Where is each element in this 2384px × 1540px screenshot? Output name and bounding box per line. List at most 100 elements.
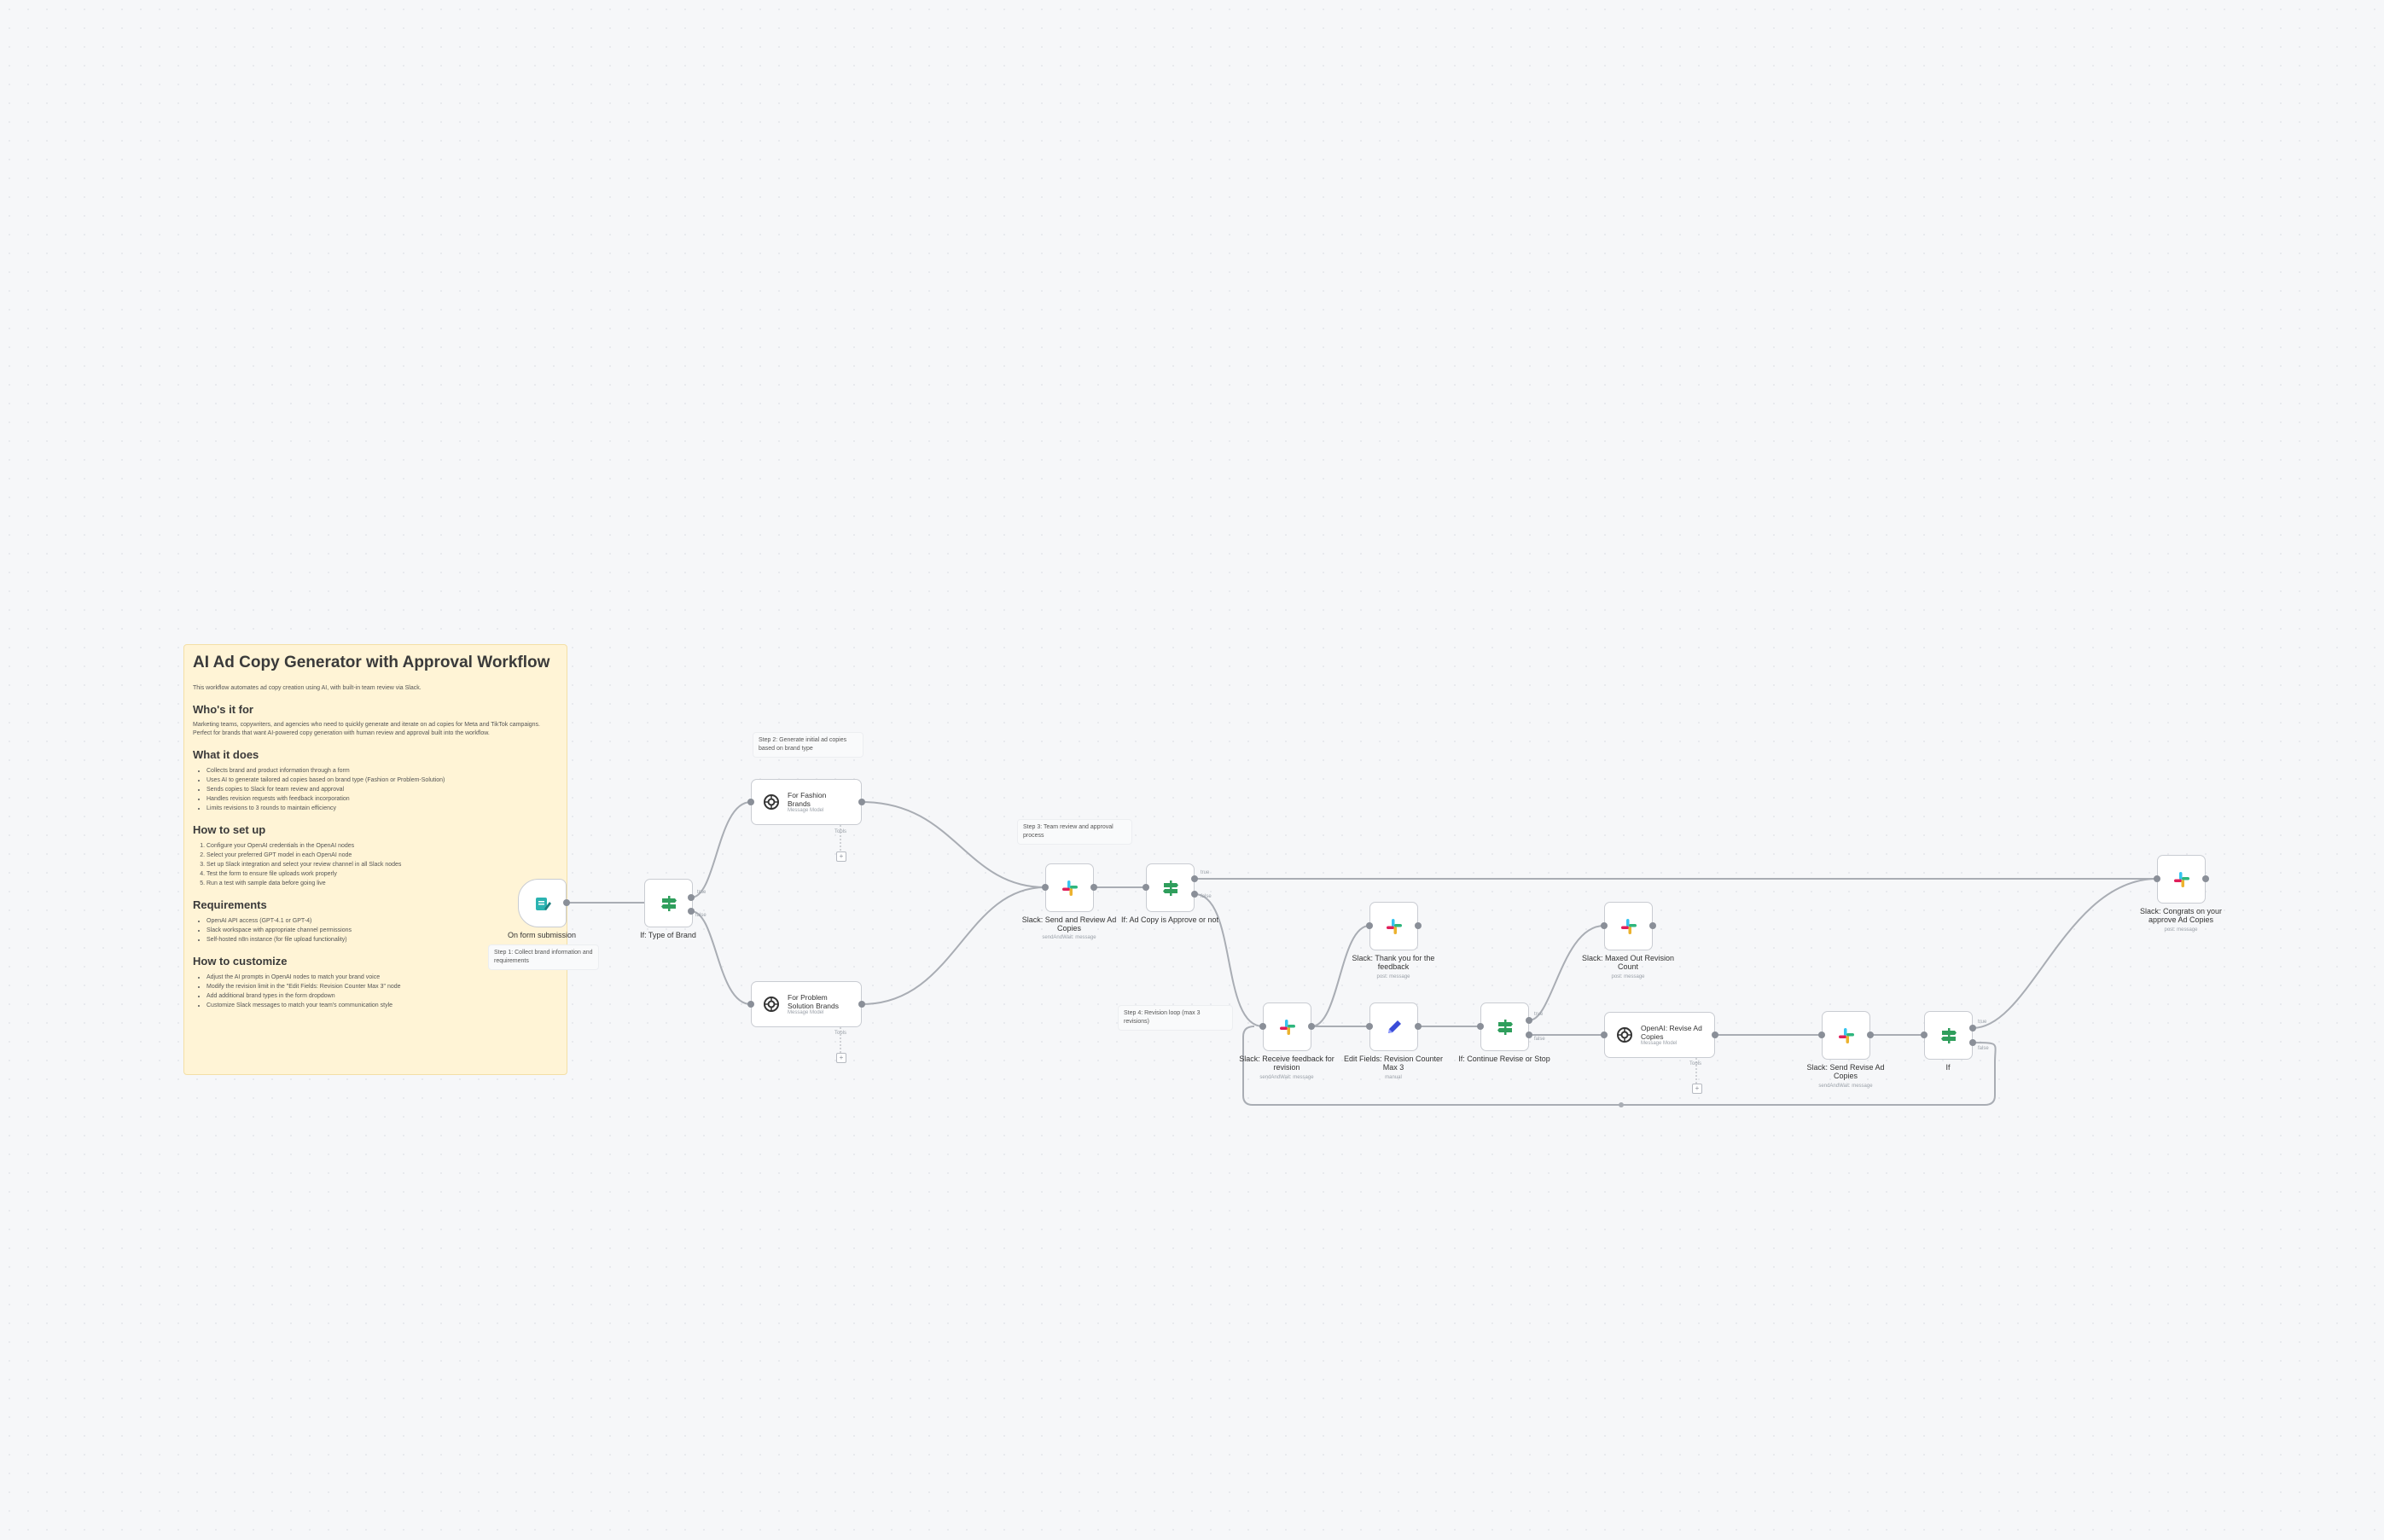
output-port[interactable] — [1415, 1023, 1422, 1030]
input-port[interactable] — [1818, 1032, 1825, 1038]
input-port[interactable] — [1366, 922, 1373, 929]
if-type-of-brand-node[interactable] — [644, 879, 693, 927]
output-port[interactable] — [858, 1001, 865, 1008]
slack-maxed-out-label: Slack: Maxed Out Revision Count — [1581, 954, 1675, 971]
false-output-port[interactable] — [1191, 891, 1198, 898]
step3-note[interactable]: Step 3: Team review and approval process — [1017, 819, 1132, 845]
if-continue-revise-node[interactable] — [1480, 1002, 1529, 1051]
setup-heading: How to set up — [193, 823, 266, 836]
if-revision-approve-label: If — [1945, 1063, 1951, 1072]
who-text: Marketing teams, copywriters, and agenci… — [193, 722, 541, 736]
true-output-port[interactable] — [1526, 1017, 1532, 1024]
list-item: Self-hosted n8n instance (for file uploa… — [206, 935, 558, 944]
problem-solution-openai-node[interactable]: For Problem Solution Brands Message Mode… — [751, 981, 862, 1027]
output-port[interactable] — [2202, 875, 2209, 882]
add-tool-button[interactable]: + — [836, 851, 846, 862]
step4-note[interactable]: Step 4: Revision loop (max 3 revisions) — [1118, 1005, 1233, 1031]
fashion-brands-openai-node[interactable]: For Fashion Brands Message Model — [751, 779, 862, 825]
true-output-port[interactable] — [1191, 875, 1198, 882]
slack-congrats-node[interactable] — [2157, 855, 2206, 904]
customize-heading: How to customize — [193, 955, 288, 968]
slack-icon — [1619, 917, 1638, 936]
list-item: Slack workspace with appropriate channel… — [206, 926, 558, 935]
slack-icon — [1385, 917, 1404, 936]
input-port[interactable] — [1601, 922, 1608, 929]
if-icon — [1161, 879, 1180, 898]
output-port[interactable] — [1649, 922, 1656, 929]
slack-send-revise-node[interactable] — [1822, 1011, 1870, 1060]
slack-congrats-sub: post: message — [2164, 927, 2198, 933]
if-ad-copy-approve-node[interactable] — [1146, 863, 1195, 912]
output-port[interactable] — [563, 899, 570, 906]
openai-revise-node[interactable]: OpenAI: Revise Ad Copies Message Model — [1604, 1012, 1715, 1058]
if-revision-approve-node[interactable] — [1924, 1011, 1973, 1060]
step2-note[interactable]: Step 2: Generate initial ad copies based… — [753, 732, 863, 758]
slack-receive-feedback-node[interactable] — [1263, 1002, 1311, 1051]
input-port[interactable] — [747, 799, 754, 805]
problem-solution-label: For Problem Solution Brands — [788, 993, 840, 1010]
what-heading: What it does — [193, 748, 259, 761]
input-port[interactable] — [747, 1001, 754, 1008]
fashion-brands-sub: Message Model — [788, 808, 824, 813]
true-branch-label: true — [697, 890, 706, 895]
slack-maxed-out-sub: post: message — [1611, 974, 1645, 979]
true-output-port[interactable] — [1969, 1025, 1976, 1032]
step1-note[interactable]: Step 1: Collect brand information and re… — [488, 944, 599, 970]
slack-icon — [2172, 870, 2191, 889]
list-item: Add additional brand types in the form d… — [206, 991, 558, 1001]
list-item: OpenAI API access (GPT-4.1 or GPT-4) — [206, 916, 558, 926]
output-port[interactable] — [858, 799, 865, 805]
who-heading: Who's it for — [193, 703, 253, 716]
slack-receive-feedback-sub: sendAndWait: message — [1259, 1075, 1314, 1080]
slack-maxed-out-node[interactable] — [1604, 902, 1653, 950]
input-port[interactable] — [2154, 875, 2160, 882]
true-output-port[interactable] — [688, 894, 695, 901]
list-item: Limits revisions to 3 rounds to maintain… — [206, 804, 558, 813]
list-item: Collects brand and product information t… — [206, 766, 558, 776]
customize-list: Adjust the AI prompts in OpenAI nodes to… — [193, 973, 558, 1010]
input-port[interactable] — [1259, 1023, 1266, 1030]
output-port[interactable] — [1308, 1023, 1315, 1030]
problem-solution-sub: Message Model — [788, 1010, 824, 1015]
output-port[interactable] — [1415, 922, 1422, 929]
list-item: Handles revision requests with feedback … — [206, 794, 558, 804]
list-item: Uses AI to generate tailored ad copies b… — [206, 776, 558, 785]
output-port[interactable] — [1867, 1032, 1874, 1038]
slack-icon — [1278, 1018, 1297, 1037]
list-item: Modify the revision limit in the "Edit F… — [206, 982, 558, 991]
slack-thank-you-label: Slack: Thank you for the feedback — [1352, 954, 1435, 971]
list-item: Configure your OpenAI credentials in the… — [206, 841, 558, 851]
input-port[interactable] — [1601, 1032, 1608, 1038]
form-trigger-label: On form submission — [507, 931, 577, 939]
input-port[interactable] — [1366, 1023, 1373, 1030]
if-icon — [660, 894, 678, 913]
input-port[interactable] — [1042, 884, 1049, 891]
false-output-port[interactable] — [1526, 1032, 1532, 1038]
tools-label: Tools — [1689, 1061, 1702, 1066]
input-port[interactable] — [1143, 884, 1149, 891]
edit-fields-label: Edit Fields: Revision Counter Max 3 — [1343, 1055, 1444, 1072]
true-branch-label: true — [1534, 1012, 1544, 1017]
what-list: Collects brand and product information t… — [193, 766, 558, 813]
slack-thank-you-sub: post: message — [1376, 974, 1410, 979]
list-item: Customize Slack messages to match your t… — [206, 1001, 558, 1010]
output-port[interactable] — [1090, 884, 1097, 891]
slack-thank-you-node[interactable] — [1369, 902, 1418, 950]
openai-icon — [762, 995, 781, 1014]
input-port[interactable] — [1477, 1023, 1484, 1030]
input-port[interactable] — [1921, 1032, 1928, 1038]
form-trigger-node[interactable] — [518, 879, 567, 927]
if-icon — [1496, 1018, 1515, 1037]
list-item: Adjust the AI prompts in OpenAI nodes to… — [206, 973, 558, 982]
false-branch-label: false — [1978, 1046, 1989, 1051]
false-output-port[interactable] — [1969, 1039, 1976, 1046]
false-output-port[interactable] — [688, 908, 695, 915]
true-branch-label: true — [1978, 1020, 1987, 1025]
setup-list: Configure your OpenAI credentials in the… — [193, 841, 558, 888]
output-port[interactable] — [1712, 1032, 1718, 1038]
workflow-description-sticky-note[interactable]: AI Ad Copy Generator with Approval Workf… — [183, 644, 567, 1075]
edit-fields-revision-counter-node[interactable] — [1369, 1002, 1418, 1051]
slack-send-review-node[interactable] — [1045, 863, 1094, 912]
add-tool-button[interactable]: + — [836, 1053, 846, 1063]
add-tool-button[interactable]: + — [1692, 1084, 1702, 1094]
